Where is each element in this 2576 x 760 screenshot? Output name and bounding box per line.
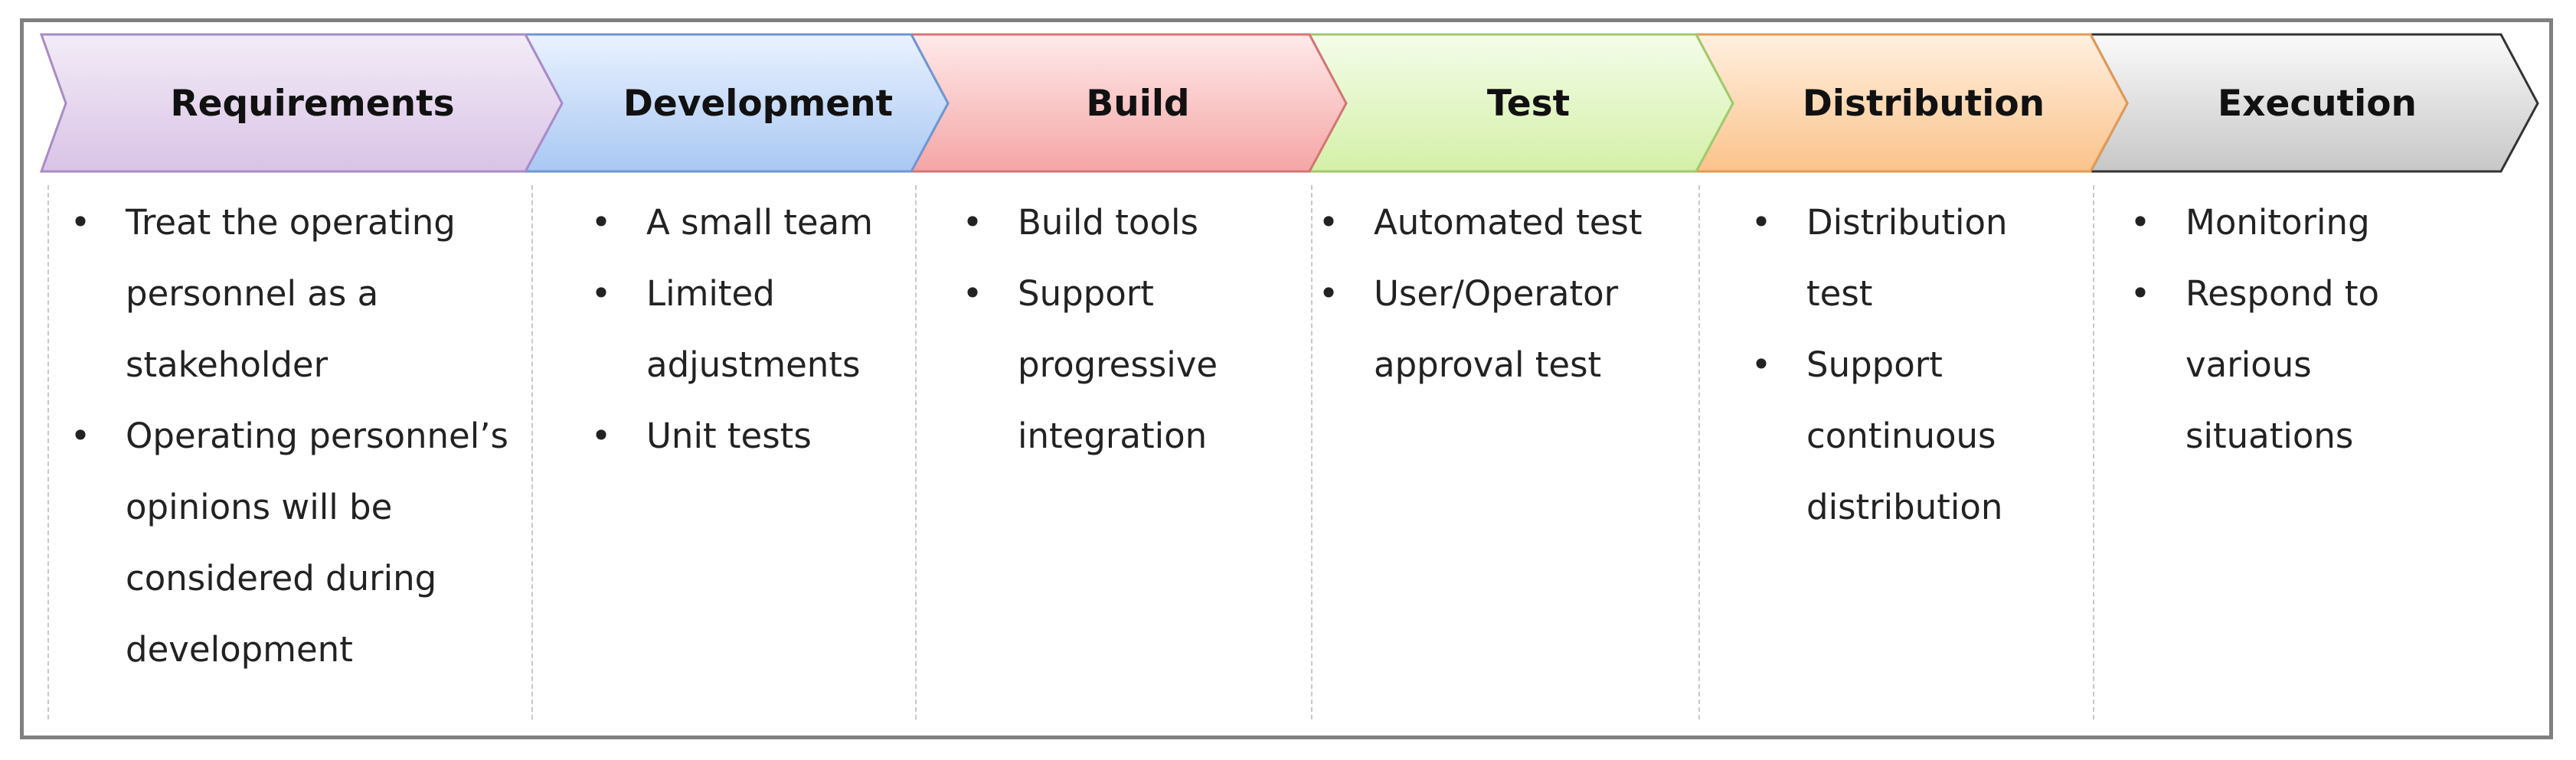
bullet-icon: • — [590, 416, 612, 456]
bullet-icon: • — [2130, 273, 2151, 314]
stage-column-development: • A small team • Limited adjustments • U… — [590, 187, 911, 471]
stage-title-requirements: Requirements — [170, 82, 455, 125]
stage-title-execution: Execution — [2218, 82, 2417, 125]
stage-column-test: • Automated test • User/Operator approva… — [1317, 187, 1696, 400]
list-item: • Operating personnel’s opinions will be… — [69, 400, 528, 685]
stage-column-execution: • Monitoring • Respond to various situat… — [2129, 187, 2512, 471]
bullet-icon: • — [1751, 344, 1772, 385]
list-item: • Limited adjustments — [590, 258, 911, 400]
stage-title-test: Test — [1486, 82, 1571, 125]
bullet-icon: • — [962, 202, 983, 243]
list-item: • Monitoring — [2129, 187, 2512, 258]
stage-column-requirements: • Treat the operating personnel as a sta… — [69, 187, 528, 685]
column-divider — [1311, 185, 1313, 719]
list-item: • User/Operator approval test — [1317, 258, 1696, 400]
bullet-icon: • — [590, 202, 612, 243]
column-divider — [915, 185, 917, 719]
stage-title-distribution: Distribution — [1802, 82, 2045, 125]
bullet-icon: • — [2130, 202, 2151, 243]
stage-column-distribution: • Distribution test • Support continuous… — [1750, 187, 2087, 543]
list-item: • Automated test — [1317, 187, 1696, 258]
bullet-icon: • — [1751, 202, 1772, 243]
list-item: • Support progressive integration — [961, 258, 1306, 471]
bullet-icon: • — [70, 202, 91, 243]
column-divider — [1698, 185, 1700, 719]
bullet-icon: • — [590, 273, 612, 314]
list-item: • Distribution test — [1750, 187, 2087, 329]
column-divider — [2093, 185, 2094, 719]
list-item: • Build tools — [961, 187, 1306, 258]
list-item: • Support continuous distribution — [1750, 329, 2087, 543]
list-item: • Respond to various situations — [2129, 258, 2512, 471]
bullet-icon: • — [1318, 273, 1339, 314]
stage-column-build: • Build tools • Support progressive inte… — [961, 187, 1306, 471]
bullet-icon: • — [1318, 202, 1339, 243]
list-item: • Treat the operating personnel as a sta… — [69, 187, 528, 400]
column-divider — [531, 185, 533, 719]
bullet-icon: • — [962, 273, 983, 314]
column-divider — [47, 185, 49, 719]
list-item: • A small team — [590, 187, 911, 258]
stage-title-build: Build — [1086, 82, 1190, 125]
bullet-icon: • — [70, 416, 91, 456]
list-item: • Unit tests — [590, 400, 911, 471]
chevron-requirements — [39, 33, 564, 173]
stage-title-development: Development — [623, 82, 894, 125]
